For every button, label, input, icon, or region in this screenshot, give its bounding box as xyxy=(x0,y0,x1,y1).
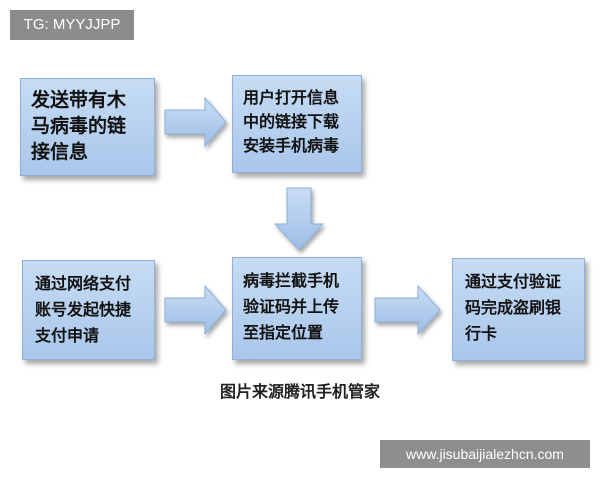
step-steal-card-text: 通过支付验证 码完成盗刷银 行卡 xyxy=(465,272,562,343)
arrow-right-right xyxy=(374,284,441,336)
step-intercept-code-text: 病毒拦截手机 验证码并上传 至指定位置 xyxy=(243,271,340,342)
step-initiate-payment: 通过网络支付 账号发起快捷 支付申请 xyxy=(22,260,155,360)
step-send-trojan-link: 发送带有木 马病毒的链 接信息 xyxy=(20,78,155,176)
watermark-bottom: www.jisubaijialezhcn.com xyxy=(380,440,590,468)
watermark-top: TG: MYYJJPP xyxy=(10,10,134,40)
arrow-right-middle xyxy=(164,284,227,336)
image-source-caption: 图片来源腾讯手机管家 xyxy=(219,382,380,401)
arrow-right-top xyxy=(164,96,227,148)
step-initiate-payment-text: 通过网络支付 账号发起快捷 支付申请 xyxy=(35,274,132,345)
step-user-installs-virus: 用户打开信息 中的链接下载 安装手机病毒 xyxy=(232,75,362,173)
step-intercept-code: 病毒拦截手机 验证码并上传 至指定位置 xyxy=(232,257,362,360)
step-send-trojan-link-text: 发送带有木 马病毒的链 接信息 xyxy=(31,89,127,163)
step-steal-card: 通过支付验证 码完成盗刷银 行卡 xyxy=(452,258,585,361)
step-user-installs-virus-text: 用户打开信息 中的链接下载 安装手机病毒 xyxy=(243,88,340,155)
arrow-down xyxy=(273,187,325,251)
